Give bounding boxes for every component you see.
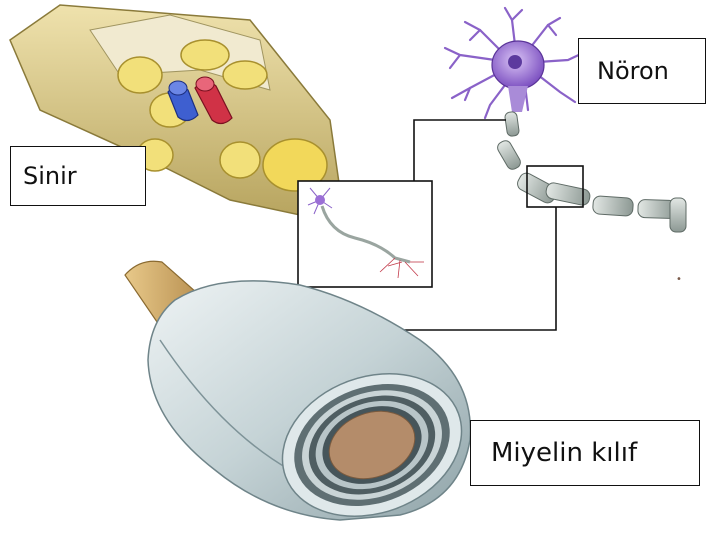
label-noron: Nöron	[578, 38, 706, 104]
nerve-fascicle	[181, 40, 229, 70]
label-noron-text: Nöron	[597, 57, 669, 85]
nerve-fascicle	[118, 57, 162, 93]
nerve-vein-end	[169, 81, 187, 95]
neuron-axon	[495, 111, 676, 218]
neuron-nucleus	[508, 55, 522, 69]
neuron-axon-tail	[670, 198, 686, 232]
nerve-fascicle	[223, 61, 267, 89]
inset-cell-body	[315, 195, 325, 205]
connector-inset-to-neuron	[414, 120, 506, 181]
neuron-terminal-mark: •	[676, 274, 682, 285]
label-miyelin-text: Miyelin kılıf	[491, 438, 637, 468]
label-sinir-text: Sinir	[23, 162, 77, 190]
label-sinir: Sinir	[10, 146, 146, 206]
myelin-sheath-illustration	[125, 261, 482, 534]
neuron-inset	[298, 181, 432, 287]
nerve-fascicle	[220, 142, 260, 178]
nerve-artery-end	[196, 77, 214, 91]
neuron-axon-hillock	[508, 86, 528, 112]
label-miyelin-kilif: Miyelin kılıf	[470, 420, 700, 486]
